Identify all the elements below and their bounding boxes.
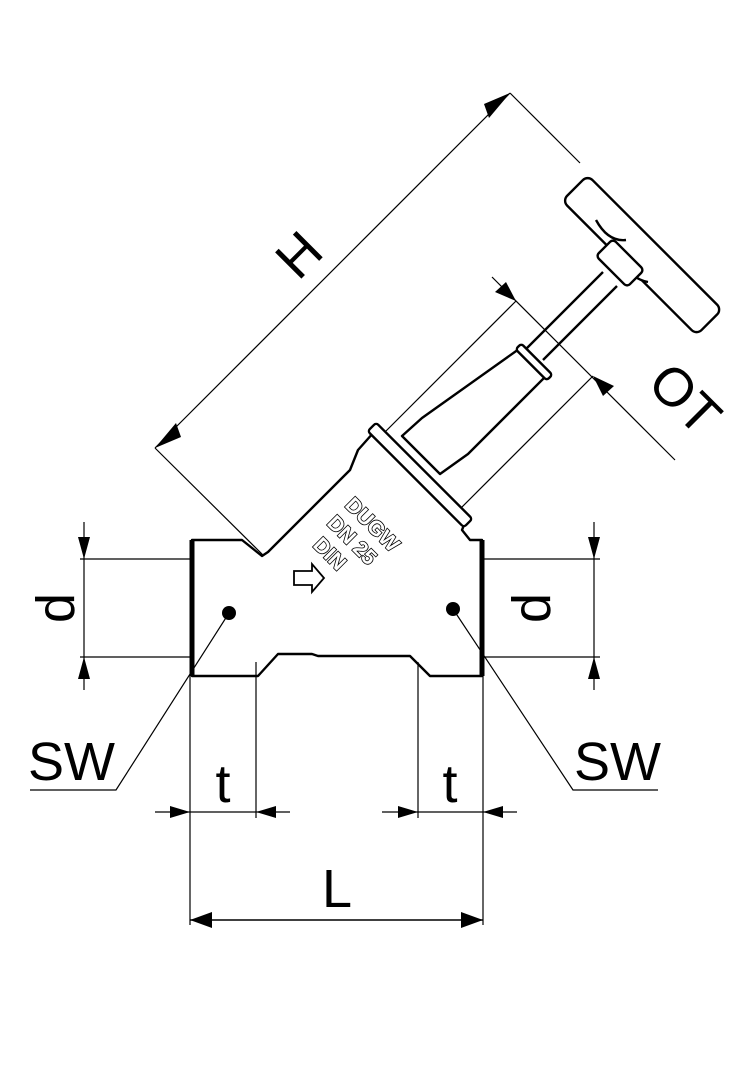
handwheel[interactable]	[562, 175, 722, 335]
handwheel-hub-left	[594, 219, 627, 242]
arrow-head-t-left-a	[170, 806, 190, 818]
dimension-line-h	[154, 92, 511, 449]
dimension-l: L	[190, 859, 483, 928]
label-sw-left: SW	[28, 732, 115, 792]
extension-line-h-top	[509, 92, 581, 164]
bonnet-cap	[515, 343, 553, 381]
arrow-head-h-bottom	[155, 423, 181, 448]
leader-sw-left: SW	[28, 606, 236, 792]
dimension-line-ot	[491, 276, 676, 461]
body-flange	[367, 422, 473, 528]
extension-line-ot-top	[384, 300, 517, 433]
arrow-head-t-right-a	[398, 806, 418, 818]
extension-line-ot-bottom	[454, 375, 594, 515]
flow-arrow-icon	[293, 561, 326, 595]
label-d-right: d	[502, 593, 562, 623]
arrow-head-h-top	[484, 93, 510, 118]
label-sw-right: SW	[574, 732, 661, 792]
arrow-head-d-left-top	[78, 537, 90, 559]
valve-body	[189, 422, 485, 678]
label-ot: OT	[637, 352, 732, 447]
arrow-head-t-right-b	[483, 806, 503, 818]
handwheel-nut	[596, 239, 644, 287]
extension-line-h-bottom	[154, 447, 269, 561]
label-d-left: d	[26, 593, 86, 623]
arrow-head-t-left-b	[256, 806, 276, 818]
bonnet	[400, 343, 553, 476]
leader-sw-right: SW	[446, 602, 661, 792]
arrow-head-d-right-bottom	[588, 657, 600, 679]
dimension-d-right: d	[482, 522, 600, 690]
arrow-head-d-left-bottom	[78, 657, 90, 679]
label-t-right: t	[442, 754, 457, 814]
label-t-left: t	[215, 754, 230, 814]
dimension-t-left: t	[155, 662, 290, 925]
handwheel-rim	[563, 176, 721, 334]
arrow-head-l-left	[190, 912, 212, 928]
bonnet-body	[400, 347, 548, 476]
valve-body-outline	[190, 430, 484, 678]
arrow-head-ot-top	[495, 282, 516, 301]
arrow-head-ot-bottom	[593, 376, 614, 396]
label-l: L	[322, 859, 352, 919]
valve-stem	[522, 271, 618, 361]
dimension-d-left: d	[26, 522, 192, 690]
arrow-head-d-right-top	[588, 537, 600, 559]
dimension-t-right: t	[382, 662, 517, 925]
arrow-head-l-right	[461, 912, 483, 928]
